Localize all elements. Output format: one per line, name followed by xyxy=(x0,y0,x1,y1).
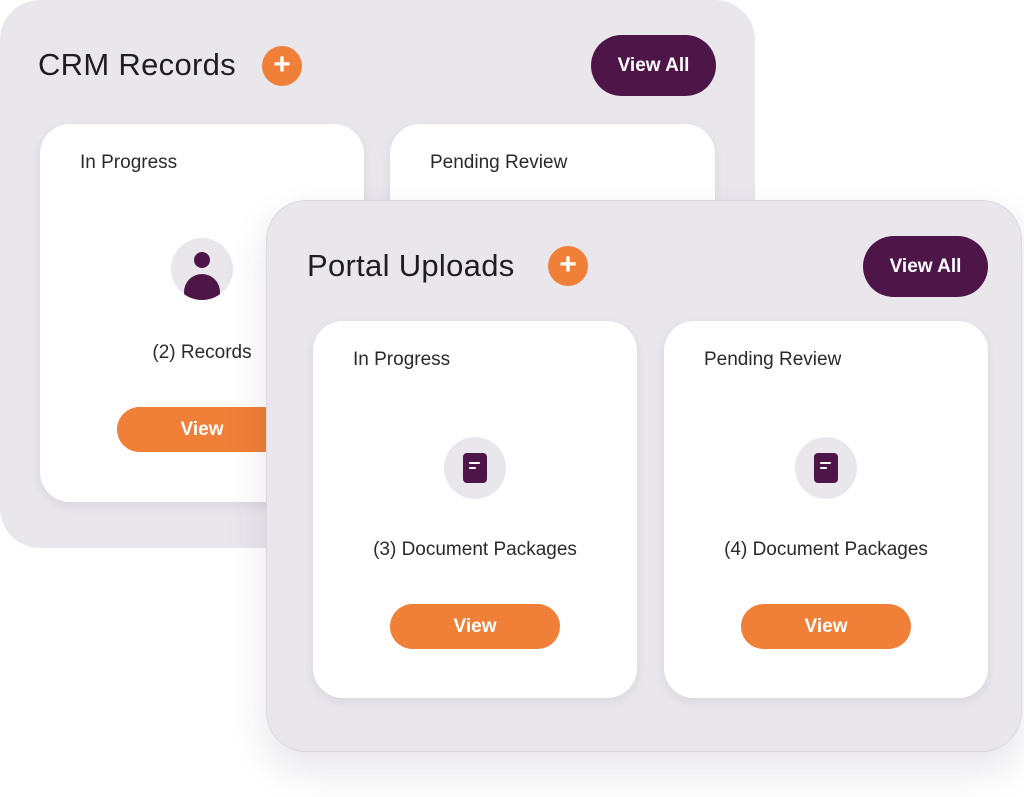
document-icon xyxy=(795,437,857,499)
package-count: (3) Document Packages xyxy=(373,539,577,560)
document-icon xyxy=(444,437,506,499)
portal-uploads-panel: Portal Uploads + View All In Progress (3… xyxy=(266,200,1022,752)
card-title: In Progress xyxy=(80,152,178,173)
view-all-button[interactable]: View All xyxy=(863,236,988,297)
card-title: Pending Review xyxy=(430,152,568,173)
card-title: Pending Review xyxy=(704,349,842,370)
status-card-pending-review: Pending Review (4) Document Packages Vie… xyxy=(664,321,988,698)
panel-title: CRM Records xyxy=(38,47,236,82)
view-button[interactable]: View xyxy=(117,407,287,452)
add-crm-record-button[interactable]: + xyxy=(262,46,302,86)
view-button[interactable]: View xyxy=(390,604,560,649)
view-button[interactable]: View xyxy=(741,604,911,649)
status-card-in-progress: In Progress (3) Document Packages View xyxy=(313,321,637,698)
view-all-button[interactable]: View All xyxy=(591,35,716,96)
card-title: In Progress xyxy=(353,349,451,370)
person-icon xyxy=(171,238,233,300)
package-count: (4) Document Packages xyxy=(724,539,928,560)
record-count: (2) Records xyxy=(152,342,252,363)
add-portal-upload-button[interactable]: + xyxy=(548,246,588,286)
panel-title: Portal Uploads xyxy=(307,248,515,283)
